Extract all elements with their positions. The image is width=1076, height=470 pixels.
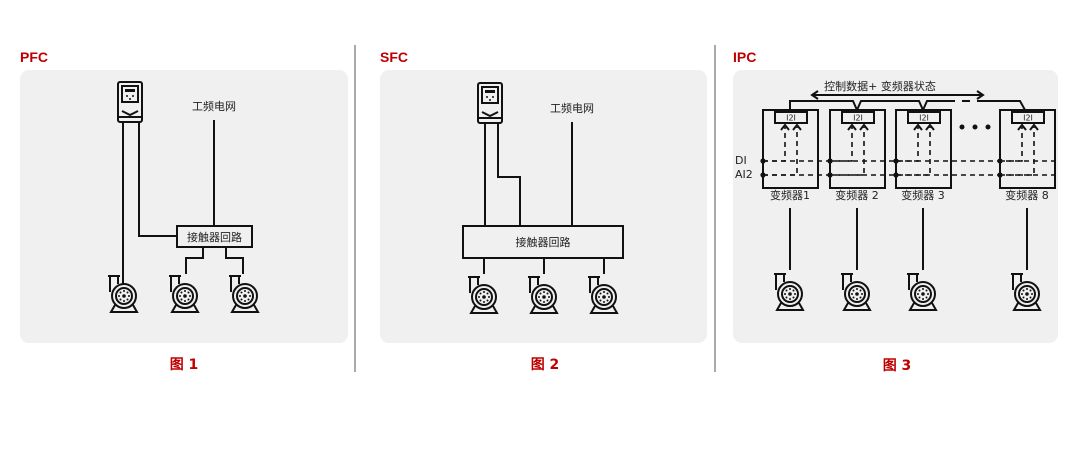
i2i-port: [774, 111, 808, 124]
ellipsis: [959, 124, 991, 130]
i2i-bus: [789, 100, 1026, 113]
panel-background: [380, 70, 707, 343]
i2i-label: I2I: [1023, 114, 1033, 123]
drive-label: 变频器 2: [835, 188, 879, 202]
drive-unit: I2I 变频器 2: [827, 109, 886, 311]
figure-pfc: PFC 工频电网 接触器回路 图 1: [20, 49, 348, 373]
i2i-label: I2I: [786, 114, 796, 123]
figure-caption: 图 3: [883, 358, 912, 374]
drive-box: [829, 109, 886, 189]
arrow-up-icon: [913, 123, 935, 131]
arrow-up-icon: [847, 123, 869, 131]
ai2-signal: [1000, 127, 1035, 176]
drive-box: [895, 109, 952, 189]
signal-label-ai2: AI2: [735, 168, 753, 181]
drive-box: [999, 109, 1056, 189]
panel-background: [20, 70, 348, 343]
double-arrow: [810, 90, 985, 100]
figure-title: IPC: [733, 49, 756, 65]
contactor-label: 接触器回路: [516, 235, 571, 249]
i2i-port: [1011, 111, 1045, 124]
arrow-up-icon: [780, 123, 802, 131]
i2i-label: I2I: [919, 114, 929, 123]
figure-title: SFC: [380, 49, 408, 65]
contactor-label: 接触器回路: [187, 230, 242, 244]
signal-label-di: DI: [735, 154, 747, 167]
bus-label: 控制数据+ 变频器状态: [824, 79, 936, 93]
drive-box: [762, 109, 819, 189]
panel-background: [733, 70, 1058, 343]
i2i-label: I2I: [853, 114, 863, 123]
grid-label: 工频电网: [192, 99, 236, 113]
drive-label: 变频器 8: [1005, 188, 1049, 202]
figure-caption: 图 1: [170, 357, 199, 373]
drive-unit: I2I 变频器 8: [997, 109, 1056, 311]
drive-label: 变频器 3: [901, 188, 945, 202]
grid-label: 工频电网: [550, 101, 594, 115]
di-signal: [1000, 127, 1023, 162]
drive-label: 变频器1: [770, 188, 810, 202]
di-signal: [830, 127, 853, 162]
i2i-port: [907, 111, 941, 124]
figure-sfc: SFC 工频电网 接触器回路 图 2: [380, 49, 707, 373]
arrow-up-icon: [1017, 123, 1039, 131]
i2i-port: [841, 111, 875, 124]
contactor-box: [176, 225, 253, 248]
ai2-signal: [830, 127, 865, 176]
figure-caption: 图 2: [531, 357, 560, 373]
figure-title: PFC: [20, 49, 48, 65]
